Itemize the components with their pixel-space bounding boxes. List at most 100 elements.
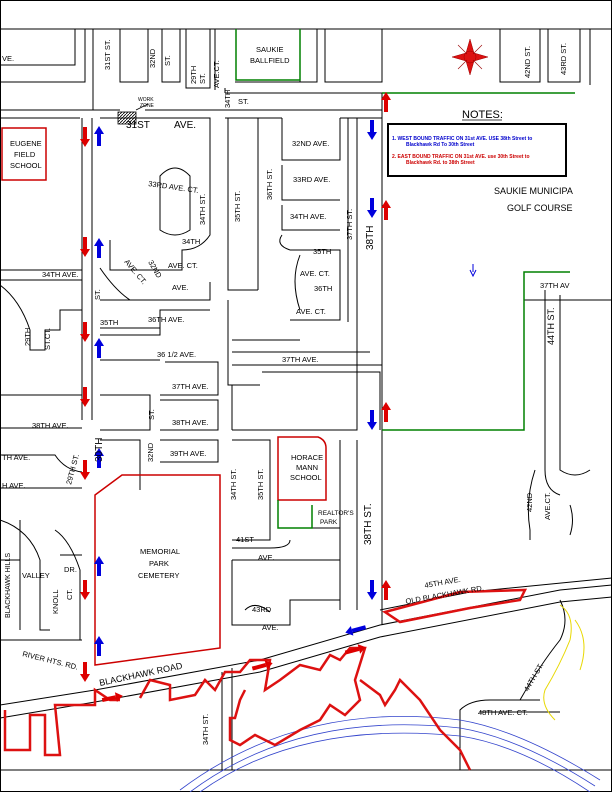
street-label-st-30th-top: ST. (93, 289, 102, 300)
street-label-blackhawk-hills: BLACKHAWK HILLS (5, 553, 12, 618)
horace-mann-label-3: SCHOOL (290, 473, 322, 482)
golf-course-label-1: SAUKIE MUNICIPA (494, 186, 573, 196)
street-label-32nd-ave: 32ND AVE. (292, 139, 329, 148)
realtors-park-boundary (277, 500, 313, 529)
red-arrow-down-icon (80, 127, 90, 147)
street-label-ave-ct-r: AVE.CT. (543, 492, 552, 520)
street-label-38th-st: 38TH ST. (363, 503, 374, 545)
blue-arrow-up-icon (94, 448, 104, 468)
street-label-34th-ave-left: 34TH AVE. (42, 270, 79, 279)
note-1-line-2: Blackhawk Rd To 30th Street (406, 142, 475, 148)
eugene-field-school-boundary (1, 127, 47, 181)
street-label-33rd-ave: 33RD AVE. (293, 175, 330, 184)
red-arrow-up-icon (381, 92, 391, 112)
street-label-43rd-ave: AVE. (262, 623, 279, 632)
golf-course-label-2: GOLF COURSE (507, 203, 573, 213)
blue-arrow-up-icon (94, 126, 104, 146)
street-label-34th-st-bottom: 34TH ST. (201, 714, 210, 745)
red-arrow-down-icon (80, 580, 90, 600)
note-2-line-2: Blackhawk Rd. to 38th Street (406, 160, 475, 166)
street-label-ave-small: AVE. (172, 283, 189, 292)
blue-arrow-down-icon (367, 198, 377, 218)
street-label-35th-st-b: 35TH ST. (256, 469, 265, 500)
street-label-38th-top: 38TH (365, 226, 376, 250)
realtors-park-label-2: PARK (320, 519, 338, 526)
street-label-valley: VALLEY (22, 571, 50, 580)
red-arrow-down-icon (80, 237, 90, 257)
street-label-knoll: KNOLL (51, 589, 60, 614)
street-label-37th-st: 37TH ST. (345, 209, 354, 240)
street-label-42nd: 42ND (525, 492, 534, 512)
red-arrow-down-icon (80, 460, 90, 480)
street-label-29th-st-b: 29TH ST. (64, 453, 81, 486)
street-label-h-ave: H AVE. (2, 481, 26, 490)
work-zone-label-2: ZONE (140, 103, 155, 109)
street-label-35th-l: 35TH (100, 318, 118, 327)
cemetery-label-3: CEMETERY (138, 571, 180, 580)
blue-arrow-up-icon (94, 338, 104, 358)
street-label-blackhawk-road: BLACKHAWK ROAD (98, 660, 183, 687)
street-label-32nd: 32ND (148, 48, 157, 68)
red-arrow-down-icon (80, 322, 90, 342)
saukie-ballfield-label-1: SAUKIE (256, 45, 284, 54)
street-label-ave-ct: AVE.CT. (212, 60, 221, 88)
red-arrow-right-icon (101, 692, 123, 703)
notes-panel: NOTES: 1. WEST BOUND TRAFFIC ON 31st AVE… (387, 109, 567, 177)
street-label-36th-ct-b: AVE. CT. (296, 307, 326, 316)
red-arrow-up-icon (381, 200, 391, 220)
hatched-work-zone-icon (117, 111, 137, 125)
park-boundaries (235, 29, 575, 529)
blue-arrow-up-icon (94, 238, 104, 258)
street-label-34th-st-b: 34TH ST. (229, 469, 238, 500)
street-label-ave-west: VE. (2, 54, 14, 63)
street-label-29th: 29TH (189, 66, 198, 84)
realtors-park-label-1: REALTOR'S (318, 510, 354, 517)
street-label-37th-ave-b: 37TH AVE. (172, 382, 209, 391)
saukie-ballfield-label-2: BALLFIELD (250, 56, 290, 65)
red-arrow-right-icon (344, 644, 366, 655)
street-label-42nd-st-top: 42ND ST. (523, 46, 532, 78)
street-label-32nd-ct-a: 32ND (146, 259, 164, 281)
work-zone-label-1: WORK (138, 97, 154, 103)
notes-heading: NOTES: (462, 109, 503, 121)
blue-arrow-up-icon (94, 556, 104, 576)
street-label-ave-ct-b: AVE. CT. (122, 258, 148, 287)
street-label-44th-st: 44TH ST. (546, 307, 556, 345)
street-label-35th-ct-a: 35TH (313, 247, 331, 256)
blue-arrow-up-icon (94, 636, 104, 656)
note-2-line-1: 2. EAST BOUND TRAFFIC ON 31st AVE. use 3… (392, 154, 530, 160)
street-label-33rd-ave-ct: 33RD AVE. CT. (148, 179, 199, 195)
street-label-41st: 41ST (236, 535, 254, 544)
street-label-32nd-st: ST. (163, 55, 172, 66)
compass-rose-icon (451, 38, 489, 76)
eugene-field-label-1: EUGENE (10, 139, 42, 148)
horace-mann-label-1: HORACE (291, 453, 323, 462)
street-label-31st-st: 31ST ST. (103, 39, 112, 70)
street-label-43rd-st-top: 43RD ST. (559, 43, 568, 75)
work-zone: WORK ZONE (117, 97, 155, 125)
street-label-th-ave: TH AVE. (2, 453, 30, 462)
detour-boundary (3, 588, 528, 771)
street-label-39th-ave: 39TH AVE. (170, 449, 207, 458)
street-label-dr: DR. (64, 565, 77, 574)
horace-mann-boundary (277, 436, 327, 501)
street-label-35th-st: 35TH ST. (233, 191, 242, 222)
street-label-35th-ct-b: AVE. CT. (300, 269, 330, 278)
note-1-line-1: 1. WEST BOUND TRAFFIC ON 31st AVE. USE 3… (392, 136, 532, 142)
street-label-48th-ave-ct: 48TH AVE. CT. (478, 708, 528, 717)
red-arrow-down-icon (80, 387, 90, 407)
street-label-37th-av-far: 37TH AV (540, 281, 569, 290)
street-label-36th-st: 36TH ST. (265, 169, 274, 200)
blue-arrow-down-icon (367, 580, 377, 600)
street-label-34th-top: 34TH (223, 90, 232, 108)
street-label-old-blackhawk: OLD BLACKHAWK RD. (405, 583, 485, 606)
street-label-32nd-b: 32ND (146, 442, 155, 462)
blue-arrow-down-icon (367, 120, 377, 140)
riverbank-2 (574, 619, 585, 671)
street-label-34th-st-top: ST. (238, 97, 249, 106)
school-boundaries (1, 127, 327, 666)
street-label-34th-ave-r: 34TH AVE. (290, 212, 327, 221)
blue-arrow-left-icon (345, 625, 367, 636)
red-arrow-up-icon (381, 402, 391, 422)
